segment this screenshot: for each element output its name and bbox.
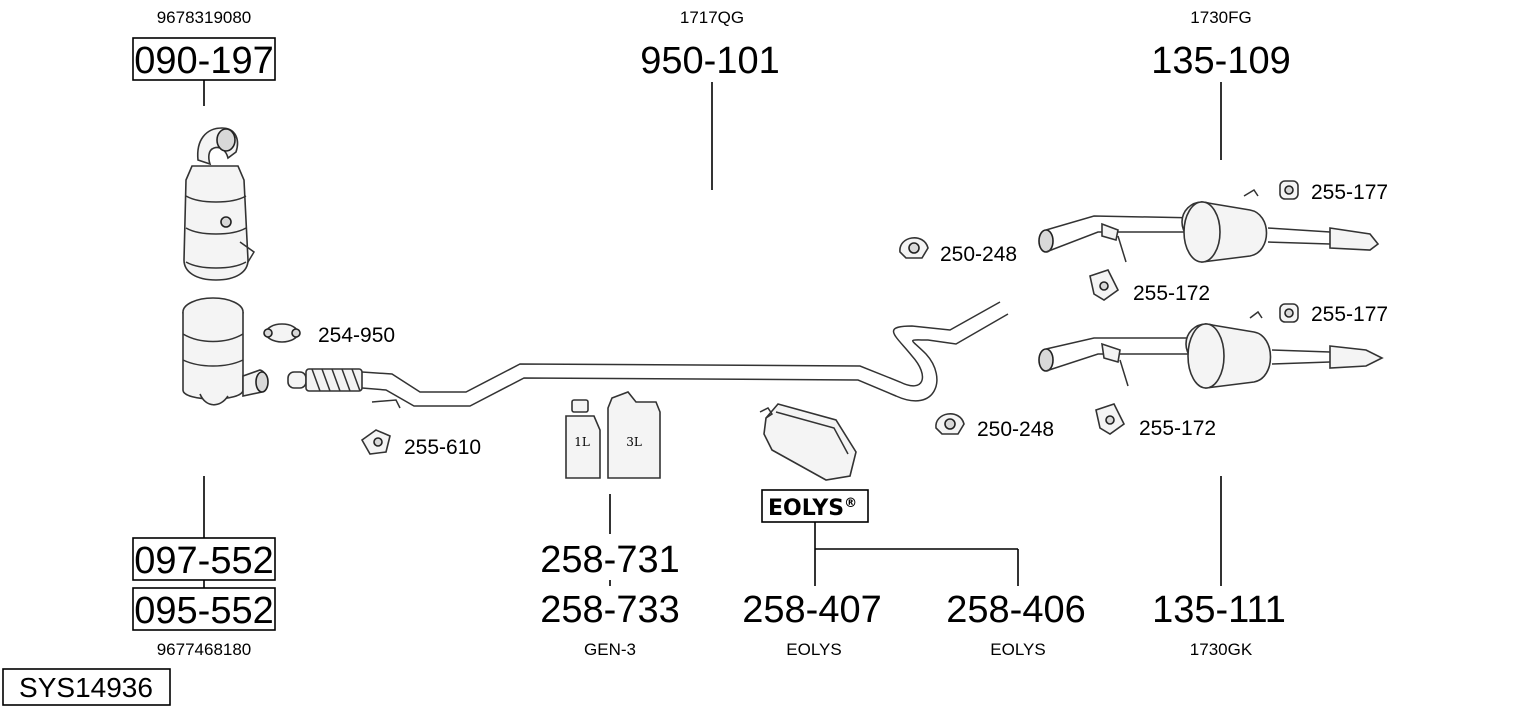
clamp-icon[interactable]	[899, 237, 929, 259]
system-id: SYS14936	[19, 672, 153, 703]
catalytic-converter-icon[interactable]	[183, 127, 255, 281]
part-number-258-406[interactable]: 258-406	[946, 589, 1085, 631]
eolys-logo: EOLYS®	[768, 496, 857, 521]
part-number-135-111[interactable]: 135-111	[1152, 589, 1286, 631]
ref-eolys-258-406: EOLYS	[990, 640, 1045, 659]
rubber-hanger-icon[interactable]	[1279, 180, 1299, 200]
part-number-258-731[interactable]: 258-731	[540, 539, 679, 581]
rubber-hanger-icon[interactable]	[360, 429, 391, 455]
small-part-254-950[interactable]: 254-950	[318, 324, 395, 347]
ref-1730GK: 1730GK	[1190, 640, 1253, 659]
mounting-bracket-icon[interactable]	[1095, 403, 1126, 435]
part-number-095-552[interactable]: 095-552	[134, 590, 273, 632]
rear-silencer-icon[interactable]	[1038, 310, 1384, 389]
small-part-255-177[interactable]: 255-177	[1311, 181, 1388, 204]
eolys-logo-box	[761, 489, 869, 523]
rubber-hanger-icon[interactable]	[1279, 303, 1299, 323]
fluid-can-3l-icon[interactable]: 3L	[607, 391, 661, 479]
part-number-258-407[interactable]: 258-407	[742, 589, 881, 631]
small-part-250-248-lower[interactable]: 250-248	[977, 418, 1054, 441]
part-number-258-733[interactable]: 258-733	[540, 589, 679, 631]
clamp-icon[interactable]	[935, 413, 965, 435]
part-number-135-109[interactable]: 135-109	[1151, 40, 1290, 82]
part-box-095-552	[132, 587, 276, 631]
middle-pipe-icon[interactable]	[287, 301, 1009, 409]
system-id-box	[2, 668, 171, 706]
ref-9678319080: 9678319080	[157, 8, 252, 27]
particulate-filter-icon[interactable]	[182, 297, 269, 406]
part-box-090-197	[132, 37, 276, 81]
eolys-fluid-bag-icon[interactable]	[759, 403, 857, 481]
part-number-950-101[interactable]: 950-101	[640, 40, 779, 82]
part-number-097-552[interactable]: 097-552	[134, 540, 273, 582]
small-part-255-172-lower[interactable]: 255-172	[1139, 417, 1216, 440]
ref-9677468180: 9677468180	[157, 640, 252, 659]
small-part-255-177-lower[interactable]: 255-177	[1311, 303, 1388, 326]
ref-1730FG: 1730FG	[1190, 8, 1251, 27]
small-part-255-172[interactable]: 255-172	[1133, 282, 1210, 305]
can-label-3l: 3L	[626, 435, 642, 449]
ref-GEN-3: GEN-3	[584, 640, 636, 659]
clamp-icon[interactable]	[263, 323, 301, 343]
small-part-255-610[interactable]: 255-610	[404, 436, 481, 459]
mounting-bracket-icon[interactable]	[1089, 269, 1120, 301]
fluid-can-1l-icon[interactable]: 1L	[565, 399, 601, 479]
ref-1717QG: 1717QG	[680, 8, 744, 27]
rear-silencer-icon[interactable]	[1038, 188, 1380, 263]
small-part-250-248[interactable]: 250-248	[940, 243, 1017, 266]
ref-eolys-258-407: EOLYS	[786, 640, 841, 659]
can-label-1l: 1L	[574, 435, 590, 449]
part-number-090-197[interactable]: 090-197	[134, 40, 273, 82]
